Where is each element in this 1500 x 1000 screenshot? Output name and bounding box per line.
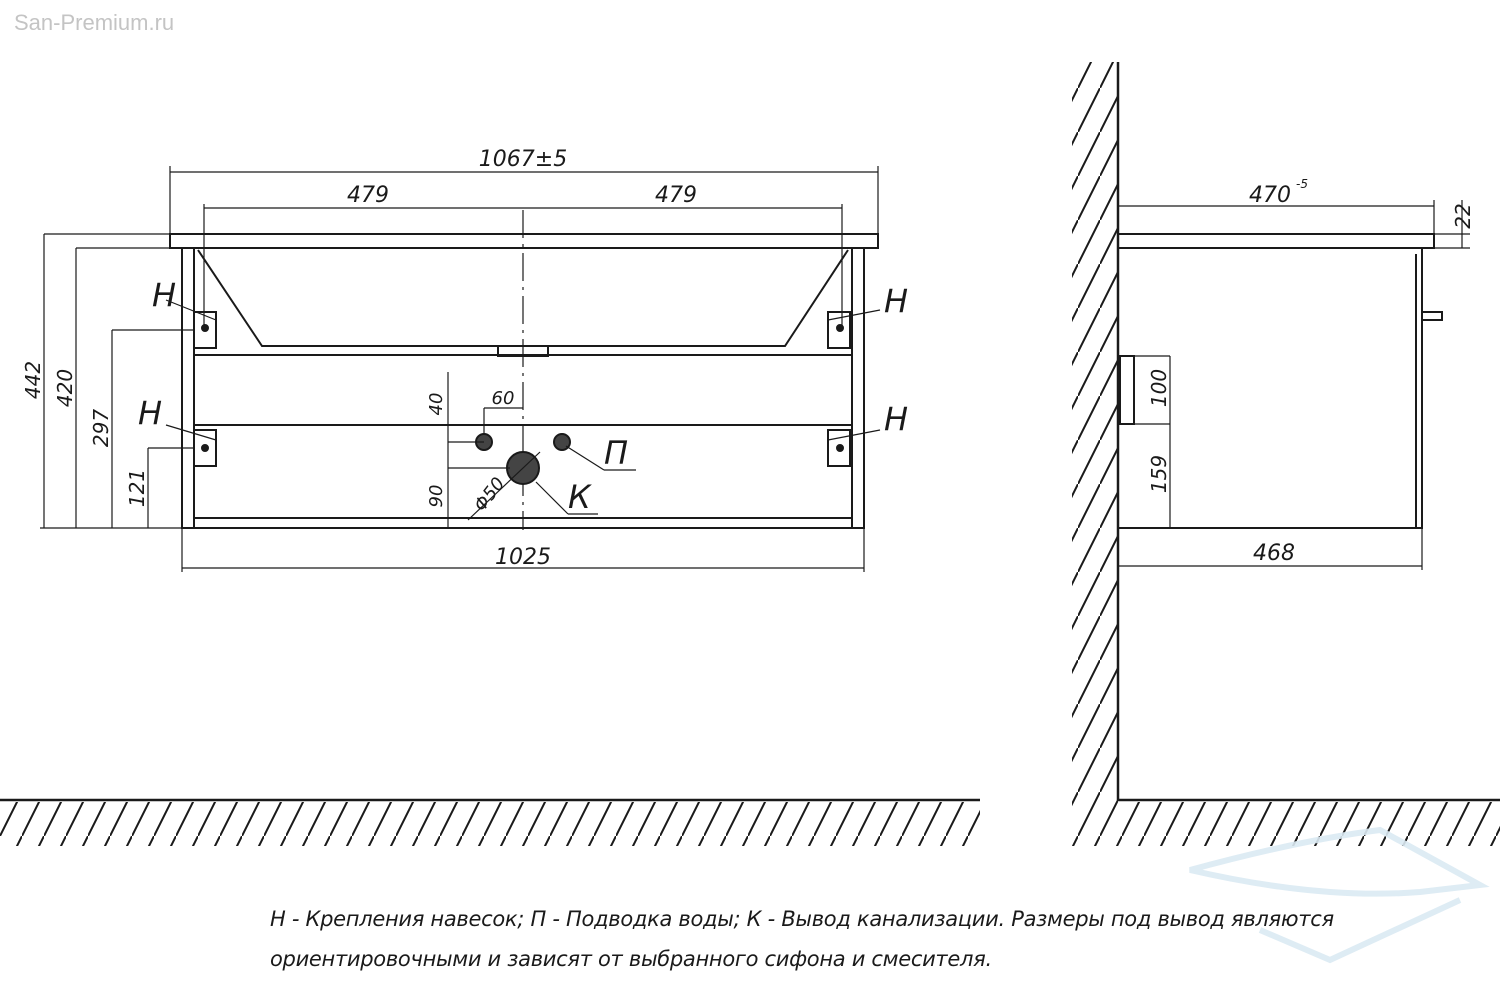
dim-drain-offset-v: 40 (426, 393, 447, 416)
countertop-front (169, 233, 879, 249)
dim-half-right: 479 (655, 183, 697, 208)
dim-niche-bottom: 159 (1147, 455, 1171, 493)
dim-height-upper-mount: 297 (89, 409, 113, 447)
dim-depth-bottom: 468 (1253, 541, 1295, 566)
dim-width-total: 1067±5 (479, 147, 567, 172)
dim-drain-diameter: Φ50 (470, 474, 509, 516)
label-sewer-outlet: К (568, 478, 592, 516)
front-view (169, 210, 879, 530)
service-niche (1119, 355, 1135, 425)
front-dimension-texts: 1067±5 479 479 442 420 297 121 1025 40 6… (21, 147, 908, 570)
dim-height-body: 420 (53, 369, 77, 407)
label-water-inlet: П (604, 434, 628, 472)
watermark-logo-icon (1189, 826, 1490, 964)
dim-drain-height: 90 (426, 485, 447, 508)
label-mount-top-left: Н (152, 276, 176, 314)
dim-height-total: 442 (21, 361, 45, 399)
dim-top-thickness: 22 (1451, 203, 1475, 228)
side-view: 470 -5 22 100 159 468 (1072, 62, 1500, 846)
front-dimension-lines (40, 166, 881, 572)
mount-bracket-top-right (827, 311, 851, 349)
watermark-text: San-Premium.ru (14, 10, 175, 35)
floor-front (0, 798, 980, 846)
dim-depth-top-tolerance: -5 (1296, 177, 1308, 191)
legend-line-1: Н - Крепления навесок; П - Подводка воды… (270, 907, 1334, 931)
handle (1421, 311, 1443, 321)
label-mount-bottom-right: Н (884, 400, 908, 438)
countertop-side (1117, 233, 1435, 249)
wall-hatch (1072, 62, 1118, 802)
dim-half-left: 479 (347, 183, 389, 208)
legend-line-2: ориентировочными и зависят от выбранного… (270, 947, 992, 971)
dim-drain-offset-h: 60 (492, 388, 515, 409)
dim-height-lower-mount: 121 (125, 469, 149, 507)
dim-depth-top: 470 (1249, 183, 1291, 208)
floor-side-hatch (1072, 802, 1500, 846)
label-mount-top-right: Н (884, 282, 908, 320)
label-mount-bottom-left: Н (138, 394, 162, 432)
dim-width-bottom: 1025 (495, 545, 551, 570)
mount-bracket-bottom-right (827, 429, 851, 467)
dim-niche-height: 100 (1147, 369, 1171, 407)
